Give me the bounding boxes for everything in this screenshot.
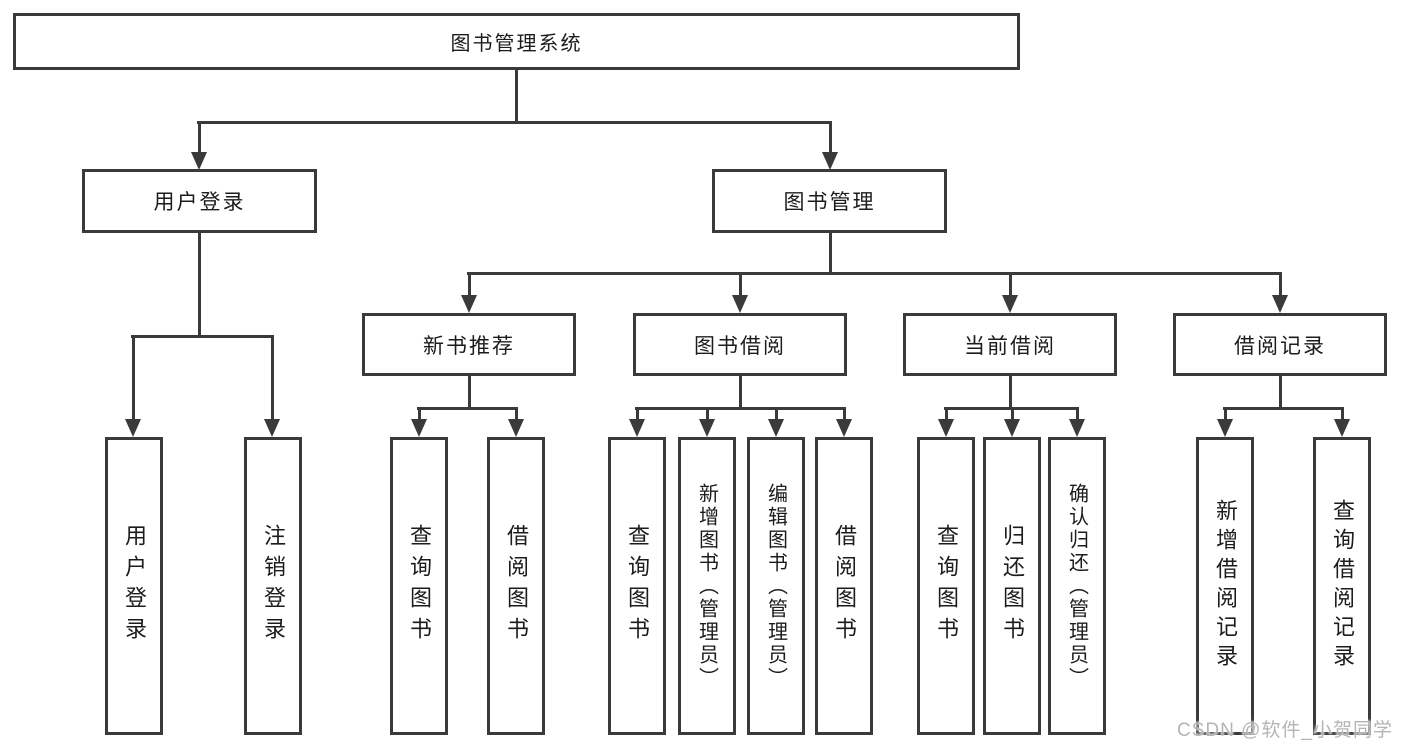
node-borrowing-records: 借阅记录 [1173,313,1387,376]
arrow-down-icon [1334,419,1350,437]
arrow-down-icon [629,419,645,437]
node-label: 借阅图书 [832,524,857,648]
arrow-down-icon [938,419,954,437]
connector-line [774,408,778,419]
leaf-query-books-current: 查询图书 [917,437,975,735]
node-label: 图书借阅 [694,334,786,358]
connector-line [197,233,201,338]
connector-line [131,334,274,338]
node-book-management-system: 图书管理系统 [13,13,1020,70]
arrow-down-icon [1004,419,1020,437]
arrow-down-icon [125,419,141,437]
leaf-user-login: 用户登录 [105,437,163,735]
node-label: 确认归还（管理员） [1065,482,1088,690]
connector-line [738,273,742,295]
connector-line [705,408,709,419]
leaf-edit-books-admin: 编辑图书（管理员） [747,437,805,735]
arrow-down-icon [1002,295,1018,313]
leaf-logout: 注销登录 [244,437,302,735]
connector-line [514,408,518,419]
node-label: 用户登录 [153,191,246,214]
connector-line [828,122,832,154]
connector-line [467,376,471,410]
connector-line [944,406,1079,410]
node-label: 查询借阅记录 [1330,499,1355,673]
arrow-down-icon [508,419,524,437]
node-label: 查询图书 [625,524,650,648]
leaf-add-borrow-record: 新增借阅记录 [1196,437,1254,735]
leaf-return-books: 归还图书 [983,437,1041,735]
node-book-management: 图书管理 [712,169,947,233]
connector-line [1008,273,1012,295]
connector-line [1223,406,1344,410]
connector-line [1278,273,1282,295]
node-label: 图书管理 [783,191,876,214]
leaf-query-books-borrowing: 查询图书 [608,437,666,735]
arrow-down-icon [264,419,280,437]
node-user-login: 用户登录 [82,169,317,233]
connector-line [828,233,832,275]
node-label: 查询图书 [934,524,959,648]
leaf-borrow-books-recommend: 借阅图书 [487,437,545,735]
node-label: 注销登录 [261,524,286,648]
arrow-down-icon [732,295,748,313]
connector-line [1278,376,1282,410]
node-label: 查询图书 [407,524,432,648]
node-current-borrowing: 当前借阅 [903,313,1117,376]
node-label: 图书管理系统 [450,33,583,55]
connector-line [417,408,421,419]
leaf-confirm-return-admin: 确认归还（管理员） [1048,437,1106,735]
arrow-down-icon [191,152,207,170]
node-label: 用户登录 [122,524,147,648]
connector-line [1075,408,1079,419]
connector-line [197,120,832,124]
connector-line [467,273,471,295]
leaf-add-books-admin: 新增图书（管理员） [678,437,736,735]
connector-line [635,406,846,410]
connector-line [514,70,518,124]
connector-line [738,376,742,410]
node-label: 新书推荐 [423,334,515,358]
node-new-book-recommendation: 新书推荐 [362,313,576,376]
csdn-watermark: CSDN @软件_小贺同学 [1177,720,1393,741]
node-label: 借阅图书 [504,524,529,648]
arrow-down-icon [699,419,715,437]
node-label: 编辑图书（管理员） [764,482,787,690]
leaf-borrow-books-borrowing: 借阅图书 [815,437,873,735]
arrow-down-icon [411,419,427,437]
node-label: 新增图书（管理员） [695,482,718,690]
connector-line [467,271,1282,275]
connector-line [1008,376,1012,410]
leaf-query-borrow-record: 查询借阅记录 [1313,437,1371,735]
arrow-down-icon [1217,419,1233,437]
connector-line [1340,408,1344,419]
arrow-down-icon [461,295,477,313]
node-book-borrowing: 图书借阅 [633,313,847,376]
arrow-down-icon [836,419,852,437]
connector-line [417,406,518,410]
arrow-down-icon [1069,419,1085,437]
connector-line [842,408,846,419]
connector-line [1223,408,1227,419]
connector-line [635,408,639,419]
connector-line [944,408,948,419]
connector-line [1010,408,1014,419]
node-label: 当前借阅 [964,334,1056,358]
arrow-down-icon [822,152,838,170]
arrow-down-icon [768,419,784,437]
node-label: 归还图书 [1000,524,1025,648]
node-label: 借阅记录 [1234,334,1326,358]
arrow-down-icon [1272,295,1288,313]
connector-line [131,336,135,419]
connector-line [270,336,274,419]
node-label: 新增借阅记录 [1213,499,1238,673]
connector-line [197,122,201,154]
leaf-query-books-recommend: 查询图书 [390,437,448,735]
